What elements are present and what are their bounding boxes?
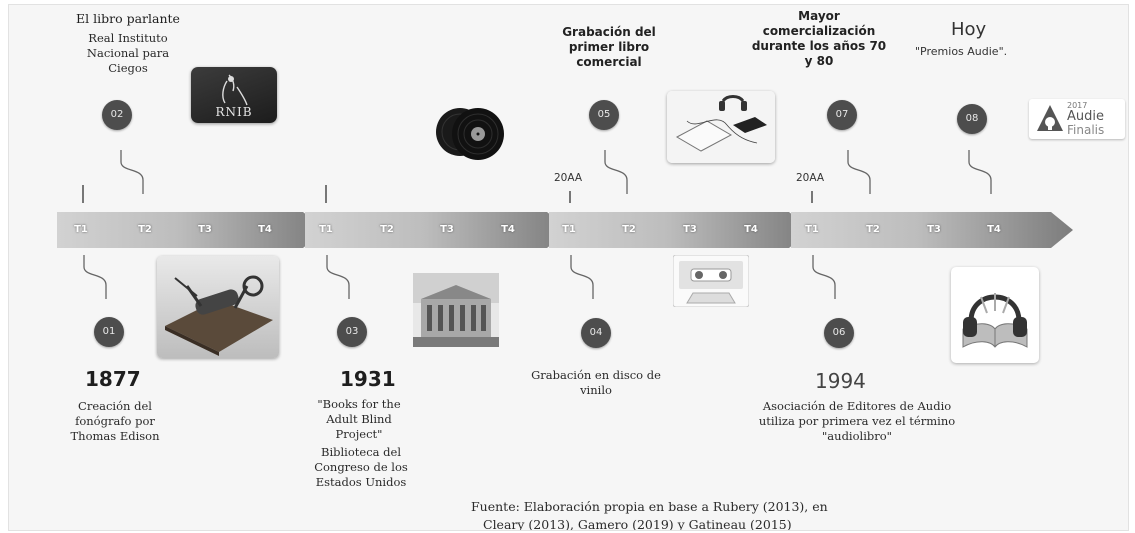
period-marker [325, 185, 327, 203]
tick-label: T4 [987, 224, 1001, 235]
source-line-2: Cleary (2013), Gamero (2019) y Gatineau … [483, 517, 792, 531]
connector-line [968, 150, 992, 194]
rnib-logo: RNIB [191, 67, 277, 123]
milestone-badge-03: 03 [337, 317, 367, 347]
connector-line [812, 255, 836, 299]
audie-logo-year: 2017 [1067, 101, 1088, 110]
milestone-02-title: El libro parlante [76, 11, 180, 26]
connector-line [570, 255, 594, 299]
tick-label: T4 [744, 224, 758, 235]
rnib-logo-text: RNIB [215, 105, 253, 119]
tick-label: T3 [198, 224, 212, 235]
tick-label: T1 [319, 224, 333, 235]
tablet-headphones-image [667, 91, 775, 163]
milestone-05-title: Grabación del primer libro comercial [562, 25, 656, 69]
timeline-figure: T1 T2 T3 T4 T1 T2 T3 T4 T1 T2 T3 T4 T1 T… [8, 4, 1129, 531]
milestone-01-year: 1877 [85, 367, 141, 391]
milestone-badge-02: 02 [102, 100, 132, 130]
tick-label: T3 [440, 224, 454, 235]
milestone-08-year: Hoy [951, 19, 987, 40]
tick-label: T1 [805, 224, 819, 235]
audie-logo-sub: Finalis [1067, 123, 1105, 137]
tick-label: T3 [683, 224, 697, 235]
timeline-arrow-3 [549, 212, 811, 248]
milestone-02-text: Real Instituto Nacional para Ciegos [86, 31, 170, 75]
source-line-1: Fuente: Elaboración propia en base a Rub… [471, 499, 828, 514]
phonograph-image [157, 256, 279, 358]
milestone-badge-06: 06 [824, 318, 854, 348]
milestone-03-quote: "Books for the Adult Blind Project" [317, 397, 401, 441]
milestone-08-text: "Premios Audie". [915, 45, 1008, 58]
audie-logo: 2017 Audie Finalis [1029, 99, 1125, 139]
date-label: 20AA [796, 172, 825, 184]
tick-label: T2 [622, 224, 636, 235]
milestone-06-year: 1994 [815, 369, 866, 393]
milestone-badge-05: 05 [589, 100, 619, 130]
connector-line [83, 255, 107, 299]
milestone-badge-04: 04 [581, 318, 611, 348]
library-building-image [413, 273, 499, 347]
period-marker [569, 191, 571, 203]
audie-logo-name: Audie [1067, 109, 1104, 124]
period-marker [82, 185, 84, 203]
date-label: 20AA [554, 172, 583, 184]
milestone-07-title: Mayor comercialización durante los años … [751, 9, 887, 68]
milestone-badge-08: 08 [957, 104, 987, 134]
tick-label: T1 [562, 224, 576, 235]
milestone-badge-01: 01 [94, 317, 124, 347]
milestone-06-text: Asociación de Editores de Audio utiliza … [758, 399, 956, 443]
period-marker [811, 191, 813, 203]
timeline-arrow-2 [305, 212, 569, 248]
milestone-badge-07: 07 [827, 100, 857, 130]
book-headphones-image [951, 267, 1039, 363]
milestone-01-text: Creación del fonógrafo por Thomas Edison [70, 399, 160, 443]
connector-line [847, 150, 871, 194]
tick-label: T2 [866, 224, 880, 235]
cassette-image [673, 255, 749, 307]
milestone-04-text: Grabación en disco de vinilo [531, 368, 661, 397]
tick-label: T1 [74, 224, 88, 235]
connector-line [326, 255, 350, 299]
tick-label: T2 [380, 224, 394, 235]
tick-label: T2 [138, 224, 152, 235]
milestone-03-year: 1931 [340, 367, 396, 391]
tick-label: T3 [927, 224, 941, 235]
tick-label: T4 [501, 224, 515, 235]
connector-line [604, 150, 628, 194]
tick-label: T4 [258, 224, 272, 235]
vinyl-records-image [436, 108, 504, 160]
timeline-arrow-1 [57, 212, 325, 248]
connector-line [120, 150, 144, 194]
timeline-arrow-4 [791, 212, 1073, 248]
milestone-03-text: Biblioteca del Congreso de los Estados U… [314, 445, 408, 489]
